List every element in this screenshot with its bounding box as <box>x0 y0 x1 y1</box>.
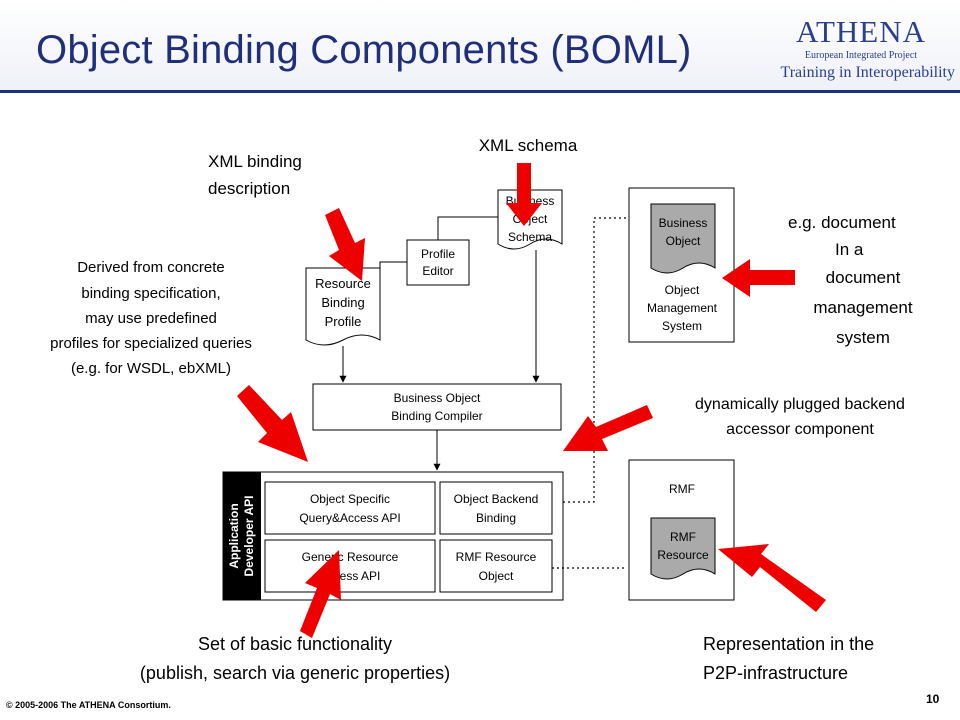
arrow-xml-binding <box>325 208 365 281</box>
rmf-resource-object-line-1: RMF Resource <box>456 550 537 564</box>
rmf-resource-line-1: RMF <box>670 530 696 544</box>
oms-label-line-3: System <box>662 319 702 333</box>
callout-doc-mgmt-4: management <box>813 298 913 317</box>
page-number: 10 <box>926 692 940 706</box>
callout-dynamic-1: dynamically plugged backend <box>695 396 905 413</box>
callout-doc-mgmt-2: In a <box>835 240 864 259</box>
compiler-line-2: Binding Compiler <box>391 409 482 423</box>
compiler-box <box>312 383 562 431</box>
object-specific-line-1: Object Specific <box>310 492 390 506</box>
profile-editor-line-2: Editor <box>422 264 453 278</box>
api-sidebar-line-1: Application <box>227 503 241 568</box>
header-bar <box>0 0 960 92</box>
bos-line-3: Schema <box>508 230 552 244</box>
rmf-title: RMF <box>669 482 695 496</box>
object-specific-box <box>264 481 436 535</box>
arrow-representation <box>718 544 826 612</box>
object-backend-line-1: Object Backend <box>454 492 539 506</box>
slide-title: Object Binding Components (BOML) <box>36 28 692 72</box>
rmf-resource-object-line-2: Object <box>479 569 514 583</box>
object-specific-line-2: Query&Access API <box>299 511 400 525</box>
api-sidebar <box>223 472 261 600</box>
callout-xml-binding-1: XML binding <box>208 152 302 171</box>
copyright-footer: © 2005-2006 The ATHENA Consortium. <box>6 700 171 710</box>
rbp-line-3: Profile <box>325 314 362 329</box>
arrow-derived <box>237 385 308 462</box>
logo-subtitle: European Integrated Project <box>804 50 918 61</box>
oms-label-line-2: Management <box>647 301 718 315</box>
object-backend-line-2: Binding <box>476 511 516 525</box>
rmf-resource-object-box <box>439 539 553 593</box>
oms-bo-line-2: Object <box>666 234 701 248</box>
rmf-resource-doc <box>650 517 716 580</box>
rbp-line-2: Binding <box>321 295 364 310</box>
rmf-resource-line-2: Resource <box>657 548 709 562</box>
oms-bo-line-1: Business <box>659 216 708 230</box>
schema-to-editor-line <box>437 216 498 240</box>
logo-tagline: Training in Interoperability <box>780 64 956 81</box>
rbp-line-1: Resource <box>315 276 371 291</box>
api-sidebar-line-2: Developer API <box>242 496 256 577</box>
header-divider <box>0 90 960 93</box>
red-arrows <box>237 163 826 638</box>
arrow-dynamic <box>563 405 653 451</box>
backend-to-oms-dotted-line <box>563 217 627 503</box>
callout-derived-5: (e.g. for WSDL, ebXML) <box>70 360 232 377</box>
athena-logo: ATHENA <box>796 14 926 49</box>
callout-doc-mgmt-3: document <box>825 268 901 287</box>
callout-dynamic-2: accessor component <box>726 421 874 438</box>
callout-xml-schema: XML schema <box>478 136 578 155</box>
callout-derived-1: Derived from concrete <box>77 259 225 276</box>
arrow-basic <box>300 550 341 638</box>
callout-derived-2: binding specification, <box>81 285 221 302</box>
callout-derived-4: profiles for specialized queries <box>50 335 252 352</box>
callout-basic-2: (publish, search via generic properties) <box>139 663 451 683</box>
arrow-doc-mgmt <box>722 259 795 297</box>
profile-editor-line-1: Profile <box>421 247 455 261</box>
callout-representation-2: P2P-infrastructure <box>703 663 849 683</box>
arrow-xml-schema <box>506 163 542 226</box>
object-backend-box <box>439 481 553 535</box>
generic-resource-box <box>264 539 436 593</box>
callout-derived-3: may use predefined <box>85 310 217 327</box>
oms-label-line-1: Object <box>665 283 700 297</box>
callout-doc-mgmt-5: system <box>836 328 890 347</box>
callout-doc-mgmt-1: e.g. document <box>788 213 896 232</box>
oms-business-object-doc <box>650 203 716 274</box>
compiler-line-1: Business Object <box>394 391 481 405</box>
editor-to-profile-line <box>379 261 407 270</box>
resource-binding-profile-doc <box>305 267 381 346</box>
generic-resource-line-1: Generic Resource <box>302 550 399 564</box>
callout-basic-1: Set of basic functionality <box>197 634 393 654</box>
callout-xml-binding-2: description <box>208 179 291 198</box>
callout-representation-1: Representation in the <box>703 634 875 654</box>
